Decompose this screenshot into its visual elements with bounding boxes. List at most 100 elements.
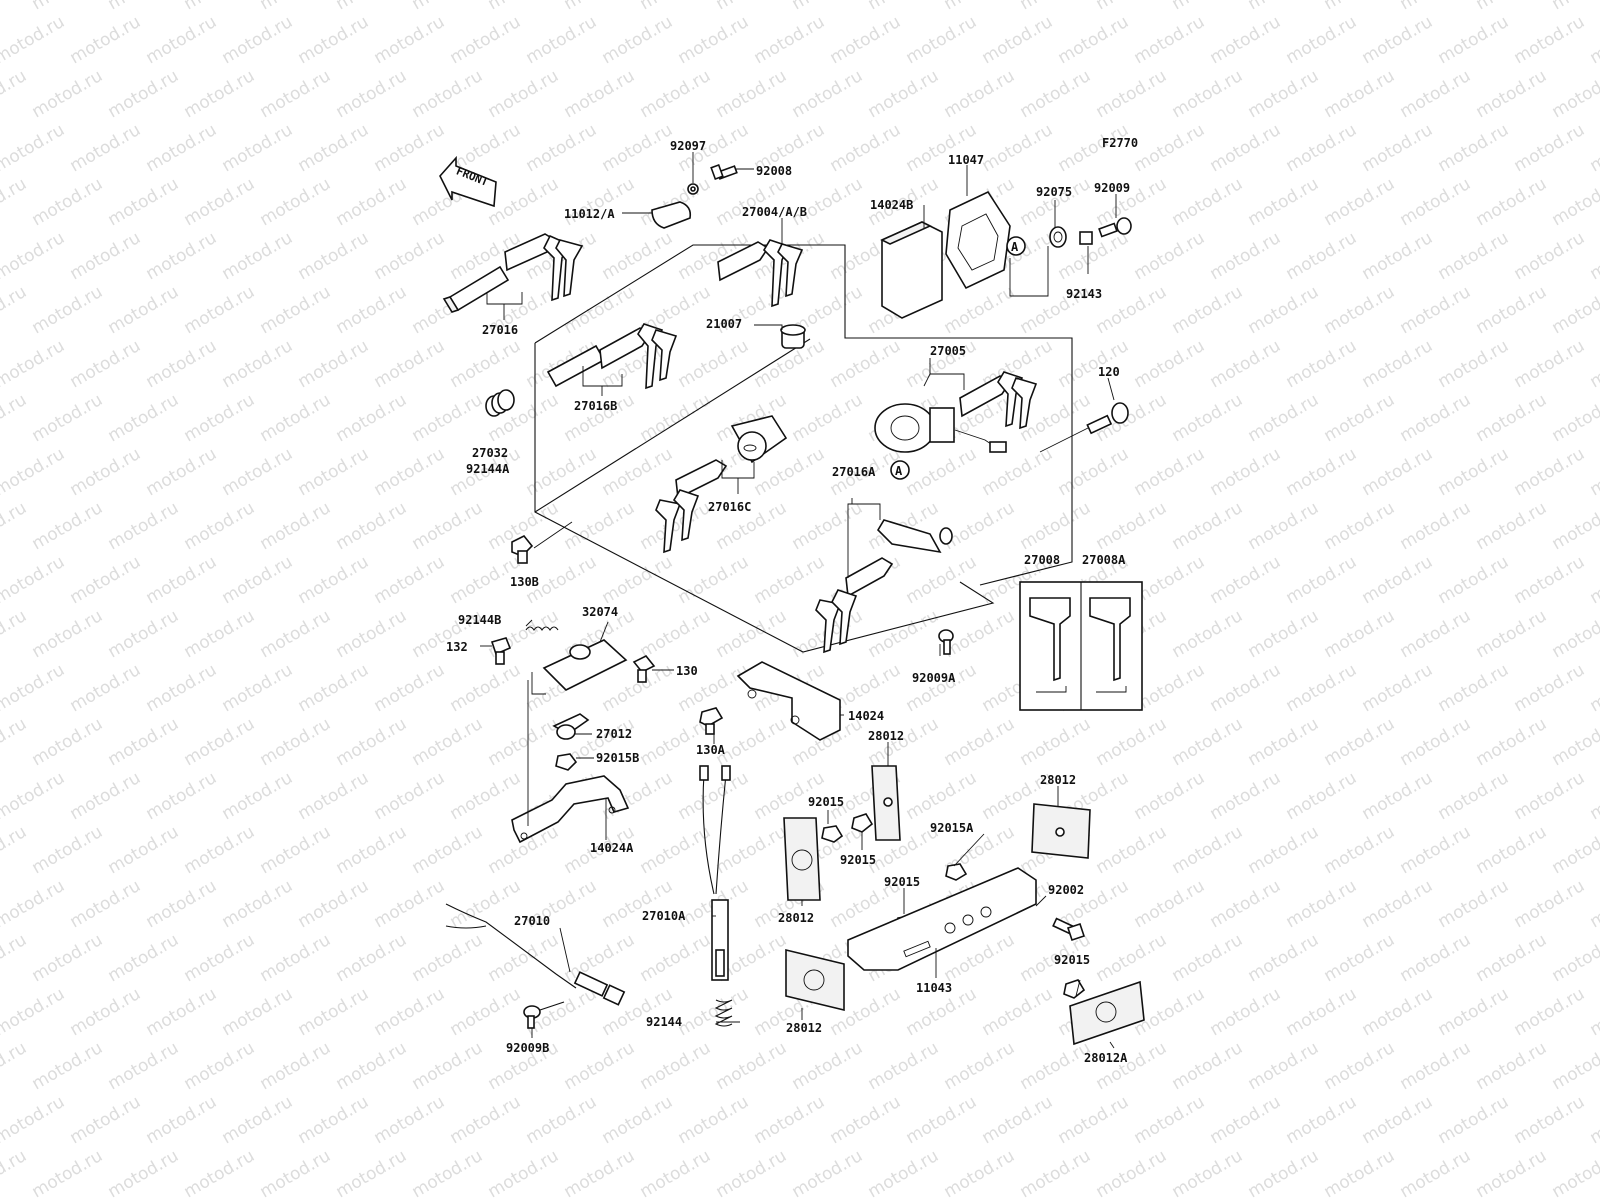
watermark-text: motod.ru [865, 1038, 943, 1094]
watermark-text: motod.ru [1397, 1038, 1475, 1094]
watermark-text: motod.ru [371, 12, 449, 68]
label-92015-a: 92015 [808, 795, 844, 809]
watermark-text: motod.ru [713, 606, 791, 662]
watermark-text: motod.ru [105, 390, 183, 446]
watermark-text: motod.ru [599, 12, 677, 68]
leader-lines [480, 152, 1117, 1049]
watermark-text: motod.ru [447, 660, 525, 716]
watermark-text: motod.ru [1207, 444, 1285, 500]
watermark-text: motod.ru [333, 1038, 411, 1094]
watermark-text: motod.ru [903, 1092, 981, 1148]
watermark-text: motod.ru [827, 120, 905, 176]
watermark-text: motod.ru [105, 930, 183, 986]
watermark-text: motod.ru [1245, 66, 1323, 122]
watermark-text: motod.ru [1283, 552, 1361, 608]
watermark-text: motod.ru [219, 120, 297, 176]
grommet-92075 [1049, 226, 1067, 248]
watermark-text: motod.ru [1397, 498, 1475, 554]
nut-92015-d [1063, 979, 1086, 999]
watermark-text: motod.ru [789, 1038, 867, 1094]
watermark-text: motod.ru [371, 1092, 449, 1148]
watermark-text: motod.ru [1435, 12, 1513, 68]
watermark-text: motod.ru [181, 174, 259, 230]
watermark-text: motod.ru [105, 606, 183, 662]
watermark-text: motod.ru [1359, 1092, 1437, 1148]
watermark-text: motod.ru [1473, 1038, 1551, 1094]
watermark-text: motod.ru [333, 498, 411, 554]
watermark-text: motod.ru [67, 876, 145, 932]
watermark-text: motod.ru [1055, 12, 1133, 68]
watermark-text: motod.ru [1169, 390, 1247, 446]
label-27005: 27005 [930, 344, 966, 358]
watermark-text: motod.ru [0, 1038, 30, 1094]
clip-27012 [552, 713, 590, 740]
label-11012A: 11012/A [564, 207, 615, 221]
label-92144B: 92144B [458, 613, 501, 627]
watermark-text: motod.ru [295, 120, 373, 176]
watermark-text: motod.ru [1283, 444, 1361, 500]
watermark-text: motod.ru [523, 120, 601, 176]
watermark-text: motod.ru [1283, 768, 1361, 824]
watermark-text: motod.ru [143, 768, 221, 824]
watermark-text: motod.ru [903, 12, 981, 68]
watermark-text: motod.ru [219, 1092, 297, 1148]
watermark-text: motod.ru [181, 1038, 259, 1094]
spring-92144 [714, 999, 733, 1027]
watermark-text: motod.ru [789, 498, 867, 554]
watermark-text: motod.ru [67, 228, 145, 284]
watermark-text: motod.ru [1283, 228, 1361, 284]
watermark-text: motod.ru [1245, 498, 1323, 554]
watermark-text: motod.ru [0, 930, 30, 986]
watermark-text: motod.ru [333, 930, 411, 986]
watermark-text: motod.ru [181, 606, 259, 662]
watermark-text: motod.ru [1131, 1092, 1209, 1148]
cap-21007 [780, 324, 806, 349]
watermark-text: motod.ru [181, 930, 259, 986]
watermark-text: motod.ru [1397, 282, 1475, 338]
watermark-text: motod.ru [827, 336, 905, 392]
watermark-text: motod.ru [675, 1092, 753, 1148]
watermark-text: motod.ru [143, 444, 221, 500]
watermark-text: motod.ru [713, 1146, 791, 1200]
watermark-text: motod.ru [941, 498, 1019, 554]
watermark-text: motod.ru [1093, 930, 1171, 986]
watermark-text: motod.ru [29, 606, 107, 662]
watermark-text: motod.ru [789, 0, 867, 14]
watermark-text: motod.ru [675, 552, 753, 608]
watermark-text: motod.ru [1397, 174, 1475, 230]
watermark-text: motod.ru [0, 390, 30, 446]
label-28012-c: 28012 [778, 911, 814, 925]
watermark-text: motod.ru [0, 660, 68, 716]
bracket-11043 [847, 867, 1037, 971]
watermark-text: motod.ru [1245, 0, 1323, 14]
label-32074: 32074 [582, 605, 618, 619]
lock-cylinder-27016 [442, 265, 510, 313]
watermark-text: motod.ru [447, 336, 525, 392]
watermark-text: motod.ru [1283, 984, 1361, 1040]
watermark-text: motod.ru [1207, 1092, 1285, 1148]
watermark-text: motod.ru [143, 984, 221, 1040]
watermark-text: motod.ru [1359, 228, 1437, 284]
label-14024A: 14024A [590, 841, 634, 855]
watermark-text: motod.ru [409, 930, 487, 986]
watermark-text: motod.ru [1435, 1092, 1513, 1148]
watermark-text: motod.ru [1359, 444, 1437, 500]
watermark-text: motod.ru [409, 1038, 487, 1094]
watermark-text: motod.ru [371, 660, 449, 716]
label-21007: 21007 [706, 317, 742, 331]
watermark-text: motod.ru [67, 444, 145, 500]
watermark-text: motod.ru [979, 984, 1057, 1040]
lock-cylinder-27016C [730, 415, 788, 464]
watermark-text: motod.ru [1397, 1146, 1475, 1200]
watermark-text: motod.ru [1435, 444, 1513, 500]
watermark-text: motod.ru [713, 0, 791, 14]
watermark-text: motod.ru [485, 0, 563, 14]
watermark-text: motod.ru [295, 228, 373, 284]
watermark-text: motod.ru [105, 1038, 183, 1094]
watermark-text: motod.ru [1093, 498, 1171, 554]
watermark-text: motod.ru [1055, 336, 1133, 392]
watermark-text: motod.ru [1587, 12, 1600, 68]
watermark-text: motod.ru [0, 444, 68, 500]
watermark-text: motod.ru [371, 120, 449, 176]
